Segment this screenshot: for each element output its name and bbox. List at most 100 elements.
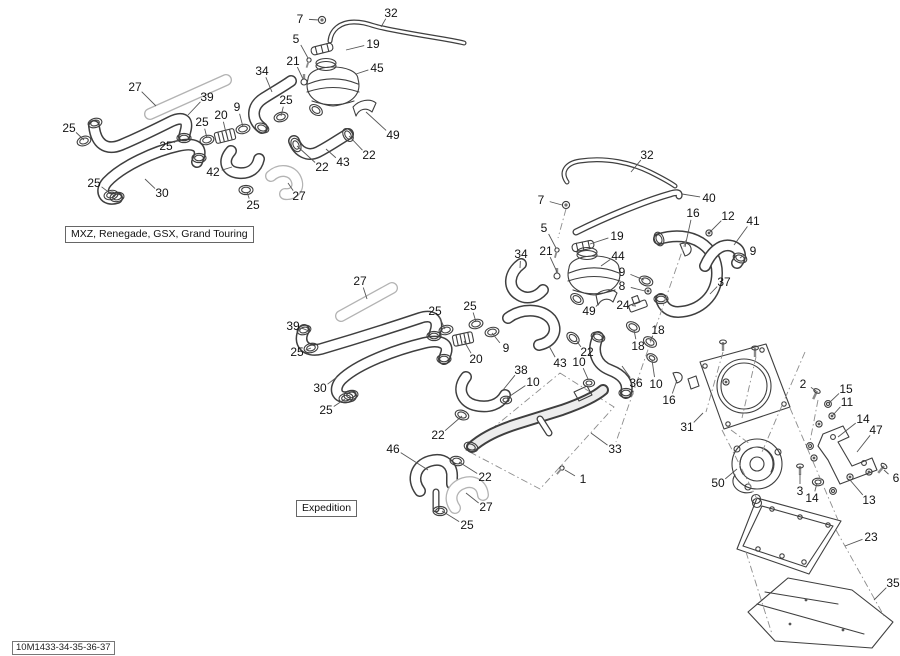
screw-5 <box>552 246 561 259</box>
callout-30: 30 <box>155 186 169 200</box>
callout-32: 32 <box>384 6 398 20</box>
leader-line-9 <box>491 332 501 344</box>
clamp-25 <box>272 110 290 124</box>
leader-line-10 <box>651 359 655 378</box>
callout-13: 13 <box>862 493 876 507</box>
callout-14: 14 <box>856 412 870 426</box>
leader-line-5 <box>548 233 557 249</box>
leader-line-50 <box>724 468 738 480</box>
bolt-3 <box>796 463 804 476</box>
callout-31: 31 <box>680 420 694 434</box>
document-code: 10M1433-34-35-36-37 <box>12 641 115 655</box>
callout-36: 36 <box>629 376 643 390</box>
callout-9: 9 <box>503 341 510 355</box>
leader-line-18 <box>633 329 637 340</box>
fan-shroud-31 <box>687 343 791 430</box>
leader-line-45 <box>355 69 369 75</box>
clamp-9 <box>234 122 252 136</box>
leader-line-8 <box>630 287 646 292</box>
leader-line-35 <box>873 587 887 601</box>
bolt <box>719 339 727 352</box>
leader-line-9 <box>239 113 244 128</box>
leader-line-38 <box>502 374 516 391</box>
leader-line-25 <box>101 186 112 195</box>
leader-line-25 <box>75 132 85 141</box>
leader-line-21 <box>296 66 304 80</box>
assembly-box <box>465 372 615 490</box>
deflector-35 <box>747 577 894 649</box>
expedition-assembly-drawing <box>295 160 894 649</box>
callout-30: 30 <box>313 381 327 395</box>
callout-33: 33 <box>608 442 622 456</box>
coolant-reservoir-45 <box>306 57 360 107</box>
leader-line-40 <box>681 193 701 198</box>
clamp-25 <box>467 317 485 331</box>
leader-line-25 <box>438 316 446 330</box>
leader-line-25 <box>173 138 180 144</box>
mxz-assembly-drawing <box>75 15 464 202</box>
callout-25: 25 <box>195 115 209 129</box>
callout-46: 46 <box>386 442 400 456</box>
leader-line-23 <box>844 538 863 547</box>
clamp-25 <box>198 133 216 147</box>
callout-7: 7 <box>538 193 545 207</box>
callout-9: 9 <box>234 100 241 114</box>
connector-20 <box>451 330 475 348</box>
clamp-25 <box>432 505 448 517</box>
leader-line-6 <box>883 469 889 475</box>
hose-43 <box>508 311 555 345</box>
clip-7 <box>317 15 327 25</box>
callout-42: 42 <box>206 165 220 179</box>
leader-line-16 <box>684 219 692 248</box>
callout-27: 27 <box>479 500 493 514</box>
screw-5 <box>303 56 313 69</box>
overflow-hose-32 <box>330 22 464 43</box>
leader-line-27 <box>362 287 368 300</box>
leader-line-49 <box>365 111 387 131</box>
callout-22: 22 <box>431 428 445 442</box>
callout-6: 6 <box>893 471 900 485</box>
leader-line-43 <box>548 345 556 358</box>
clamp-22 <box>307 101 325 119</box>
callout-2: 2 <box>800 377 807 391</box>
hose-41 <box>705 245 740 266</box>
leader-line-18 <box>649 335 654 342</box>
callout-38: 38 <box>514 363 528 377</box>
callout-22: 22 <box>315 160 329 174</box>
callout-43: 43 <box>336 155 350 169</box>
callout-34: 34 <box>514 247 528 261</box>
leader-line-44 <box>600 259 611 267</box>
leader-lines <box>75 18 889 601</box>
reservoir-cap-19 <box>310 42 334 56</box>
bolt-6 <box>875 461 889 476</box>
leader-line-22 <box>458 461 478 474</box>
leader-line-11 <box>832 406 841 416</box>
leader-line-19 <box>589 237 609 245</box>
leader-line-22 <box>444 415 463 431</box>
callout-21: 21 <box>286 54 300 68</box>
reservoir-cap-19 <box>571 239 595 253</box>
leader-line-10 <box>506 385 526 399</box>
callout-49: 49 <box>582 304 596 318</box>
callout-27: 27 <box>353 274 367 288</box>
callout-35: 35 <box>886 576 900 590</box>
clamp-22 <box>453 407 471 423</box>
callout-25: 25 <box>246 198 260 212</box>
leader-line-37 <box>709 286 718 295</box>
heat-exchanger-23 <box>736 493 842 575</box>
callout-37: 37 <box>717 275 731 289</box>
vent-hose-40 <box>576 193 679 232</box>
clip-7 <box>561 200 571 210</box>
callout-41: 41 <box>746 214 760 228</box>
callout-50: 50 <box>711 476 725 490</box>
variant-label-expedition: Expedition <box>296 500 358 517</box>
callout-22: 22 <box>478 470 492 484</box>
callout-18: 18 <box>651 323 665 337</box>
leader-line-36 <box>621 365 631 378</box>
overflow-hose-32 <box>564 160 675 186</box>
leader-line-25 <box>204 128 208 139</box>
callout-18: 18 <box>631 339 645 353</box>
clamp-25 <box>238 184 254 196</box>
